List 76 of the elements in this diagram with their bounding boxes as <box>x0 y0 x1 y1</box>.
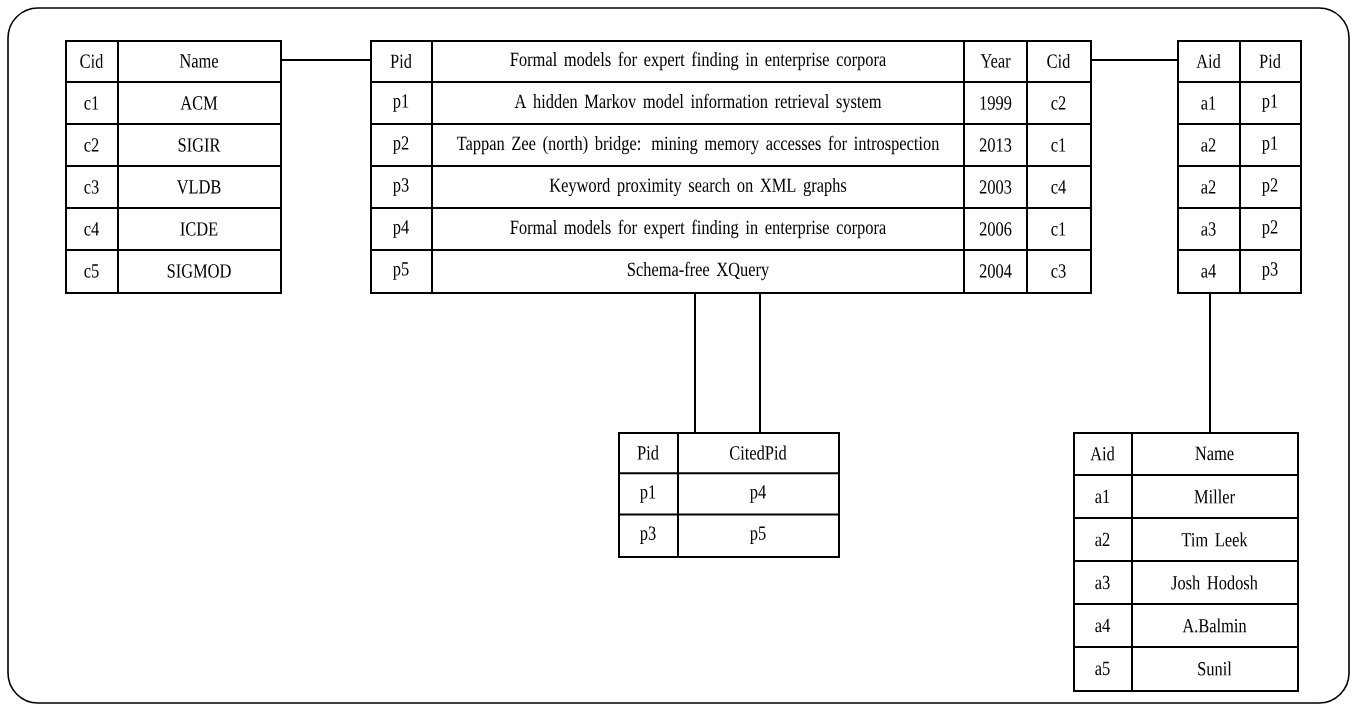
table-cell: a3 <box>1095 575 1110 590</box>
table-cell: p3 <box>393 178 409 196</box>
table-cell: a4 <box>1095 618 1110 633</box>
table-cell: c2 <box>84 138 99 152</box>
table-cell: Name <box>1195 446 1234 461</box>
table-cell: Formal models for expert finding in enterprise corpora <box>510 219 886 239</box>
table-cell: c4 <box>84 222 99 236</box>
table-cell: Miller <box>1194 489 1235 504</box>
table-cell: A hidden Markov model information retrieval system <box>514 93 882 113</box>
table-cell: Formal models for expert finding in enterprise corpora <box>510 51 886 71</box>
table-cell: a3 <box>1201 222 1216 236</box>
connector-line <box>1209 293 1211 433</box>
table-cell: p2 <box>1262 220 1278 238</box>
table-cell: 2003 <box>979 180 1012 194</box>
table-cell: Tappan Zee (north) bridge: mining memory accesses for introspection <box>456 135 940 155</box>
table-cell: p5 <box>750 526 766 544</box>
table-cell: SIGMOD <box>167 264 231 278</box>
table-cell: c1 <box>1051 138 1066 152</box>
connector-line <box>759 293 761 433</box>
table-cell: p1 <box>393 94 409 112</box>
table-cell: SIGIR <box>178 138 221 152</box>
table-cell: 2006 <box>979 222 1012 236</box>
table-cell: Sunil <box>1198 661 1232 676</box>
table-cell: c3 <box>84 180 99 194</box>
table-cell: 2004 <box>979 264 1012 278</box>
table-cell: c5 <box>84 264 99 278</box>
connector-line <box>281 59 371 61</box>
table-cell: p4 <box>393 220 409 238</box>
table-cell: p4 <box>750 485 766 503</box>
table-cell: 1999 <box>980 96 1012 110</box>
table-cell: a1 <box>1201 96 1216 110</box>
table-cell: p1 <box>1262 94 1278 112</box>
table-cell: A.Balmin <box>1182 618 1247 633</box>
table-cell: ICDE <box>180 222 218 236</box>
table-cell: 2013 <box>979 138 1012 152</box>
table-cell: Josh Hodosh <box>1171 575 1258 590</box>
table-cell: a2 <box>1201 138 1216 152</box>
table-cell: Name <box>179 54 218 68</box>
table-cell: c2 <box>1051 96 1066 110</box>
table-cell: c1 <box>84 96 99 110</box>
table-cell: Pid <box>390 53 412 68</box>
table-cell: Aid <box>1090 446 1115 461</box>
table-cell: Year <box>980 54 1011 68</box>
data-table <box>369 39 1092 294</box>
table-cell: ACM <box>180 96 218 110</box>
data-table <box>617 431 840 558</box>
table-cell: p3 <box>1262 262 1278 280</box>
table-cell: VLDB <box>176 180 221 194</box>
table-cell: Cid <box>1047 53 1071 68</box>
connector-line <box>1091 59 1178 61</box>
table-cell: Aid <box>1196 53 1221 68</box>
table-cell: p3 <box>640 526 656 544</box>
data-table <box>1072 431 1299 692</box>
table-cell: a2 <box>1201 180 1216 194</box>
table-cell: Pid <box>637 445 659 460</box>
table-cell: Cid <box>80 53 104 68</box>
table-cell: Keyword proximity search on XML graphs <box>549 177 847 197</box>
table-cell: CitedPid <box>729 445 787 460</box>
table-cell: p2 <box>1262 178 1278 196</box>
data-table <box>64 39 282 294</box>
table-cell: Tim Leek <box>1181 532 1248 547</box>
table-cell: c1 <box>1051 222 1066 236</box>
table-cell: c4 <box>1051 180 1066 194</box>
table-cell: p5 <box>393 262 409 280</box>
table-cell: Schema-free XQuery <box>627 261 770 281</box>
table-cell: Pid <box>1259 53 1281 68</box>
connector-line <box>694 293 696 433</box>
table-cell: a1 <box>1095 489 1110 504</box>
table-cell: c3 <box>1051 264 1066 278</box>
table-cell: a4 <box>1201 264 1216 278</box>
table-cell: p1 <box>640 485 656 503</box>
table-cell: p2 <box>393 136 409 154</box>
data-table <box>1176 39 1302 294</box>
table-cell: a5 <box>1095 661 1110 676</box>
table-cell: a2 <box>1095 532 1110 547</box>
table-cell: p1 <box>1262 136 1278 154</box>
